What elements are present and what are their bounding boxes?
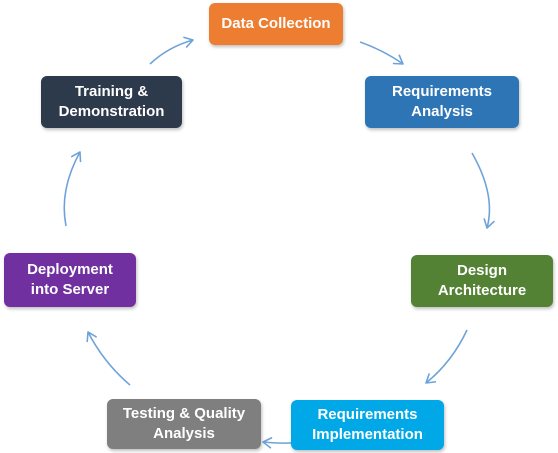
design-architecture-box: Design Architecture [411,255,553,307]
testing-quality-analysis-label: Testing & Quality Analysis [122,405,246,442]
data-collection-label: Data Collection [221,15,331,32]
arrow-design-to-implementation [425,329,468,384]
arrow-requirements-to-design [471,152,495,229]
requirements-implementation-label: Requirements Implementation [312,406,423,443]
requirements-implementation-box: Requirements Implementation [291,400,444,450]
testing-quality-analysis-box: Testing & Quality Analysis [107,399,261,449]
requirements-analysis-label: Requirements Analysis [391,83,493,120]
arrow-data-to-requirements [359,41,404,65]
design-architecture-label: Design Architecture [437,262,527,299]
training-demonstration-box: Training & Demonstration [41,76,182,128]
deployment-into-server-box: Deployment into Server [4,253,136,307]
arrow-deployment-to-training [63,151,82,227]
deployment-into-server-label: Deployment into Server [27,261,113,298]
arrow-testing-to-deployment [86,331,131,386]
training-demonstration-label: Training & Demonstration [58,83,165,120]
requirements-analysis-box: Requirements Analysis [365,76,519,128]
data-collection-box: Data Collection [209,3,343,45]
arrow-training-to-data [149,36,194,65]
